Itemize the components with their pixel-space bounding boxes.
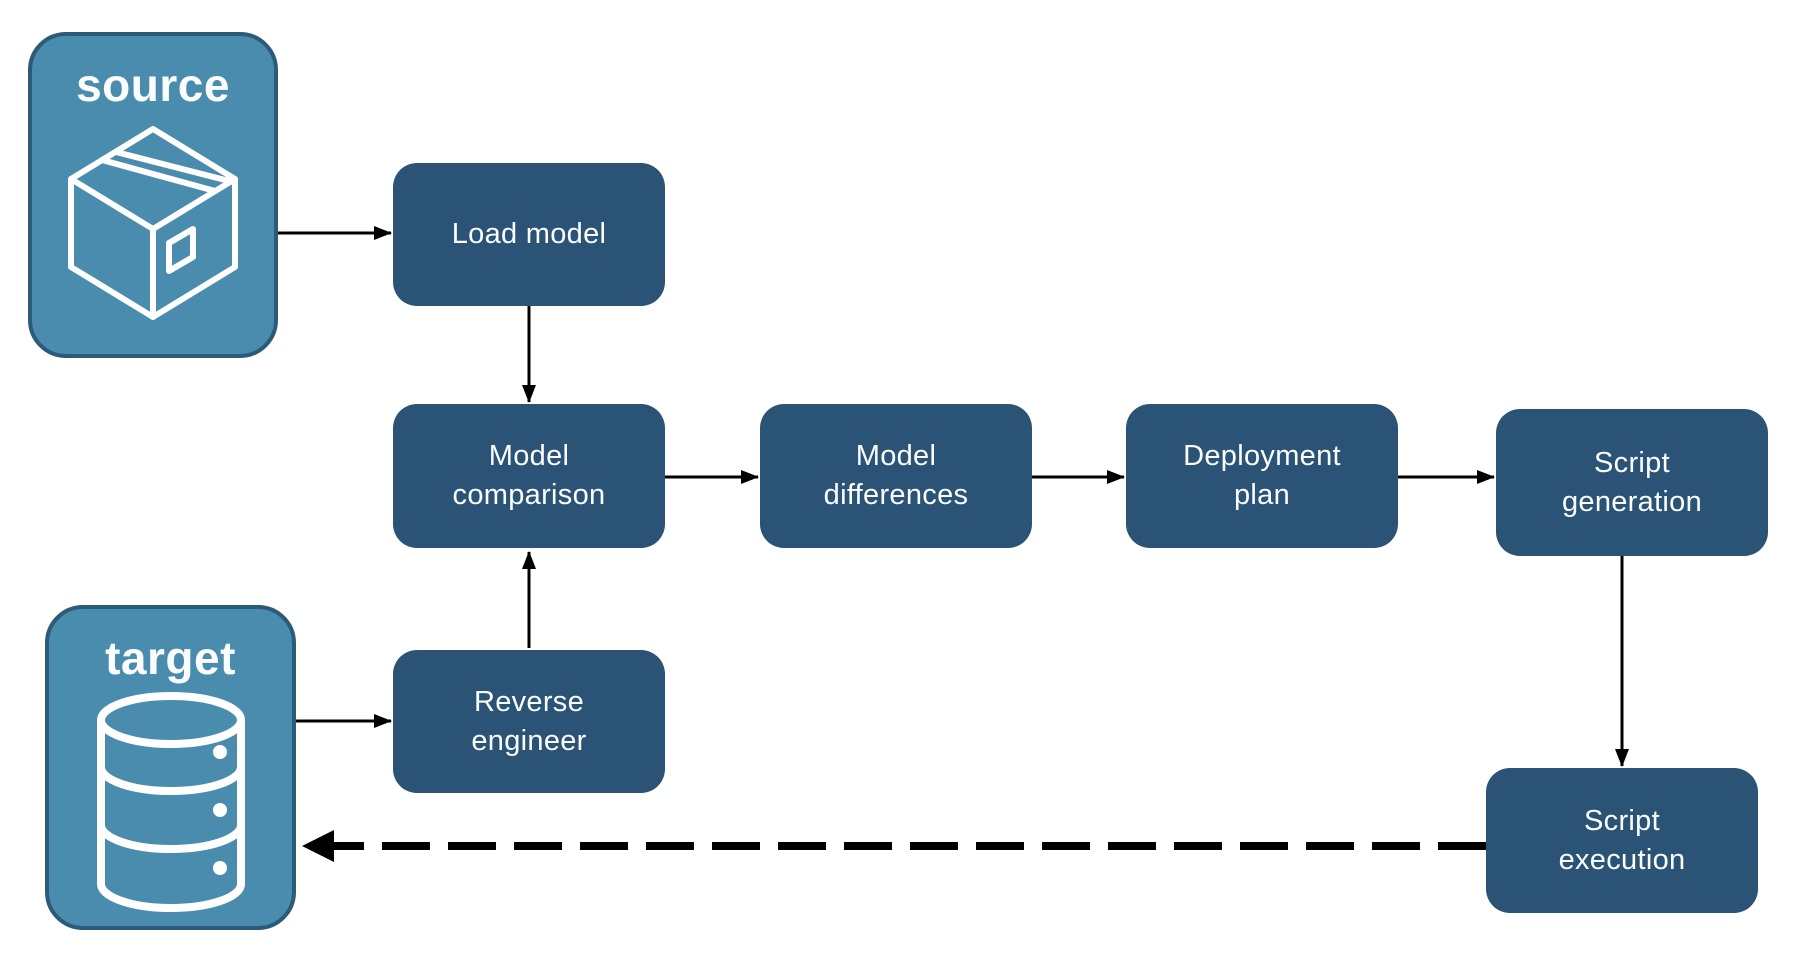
node-model-differences: Model differences	[760, 404, 1032, 548]
node-label: Script generation	[1561, 446, 1703, 518]
node-script-generation: Script generation	[1496, 409, 1768, 556]
node-label: Load model	[451, 218, 607, 251]
package-icon	[68, 125, 238, 320]
node-label: Deployment plan	[1183, 440, 1341, 511]
node-label: Model comparison	[452, 440, 606, 511]
database-icon	[96, 691, 245, 912]
node-reverse-engineer: Reverse engineer	[393, 650, 665, 793]
node-load-model: Load model	[393, 163, 665, 306]
container-source: source	[28, 32, 278, 358]
node-label: Model differences	[823, 440, 969, 511]
node-script-execution: Script execution	[1486, 768, 1758, 913]
node-label: Reverse engineer	[471, 685, 587, 757]
source-label: source	[76, 59, 230, 111]
container-target: target	[45, 605, 296, 930]
node-model-comparison: Model comparison	[393, 404, 665, 548]
node-label: Script execution	[1558, 804, 1686, 876]
node-deployment-plan: Deployment plan	[1126, 404, 1398, 548]
target-label: target	[105, 632, 236, 684]
